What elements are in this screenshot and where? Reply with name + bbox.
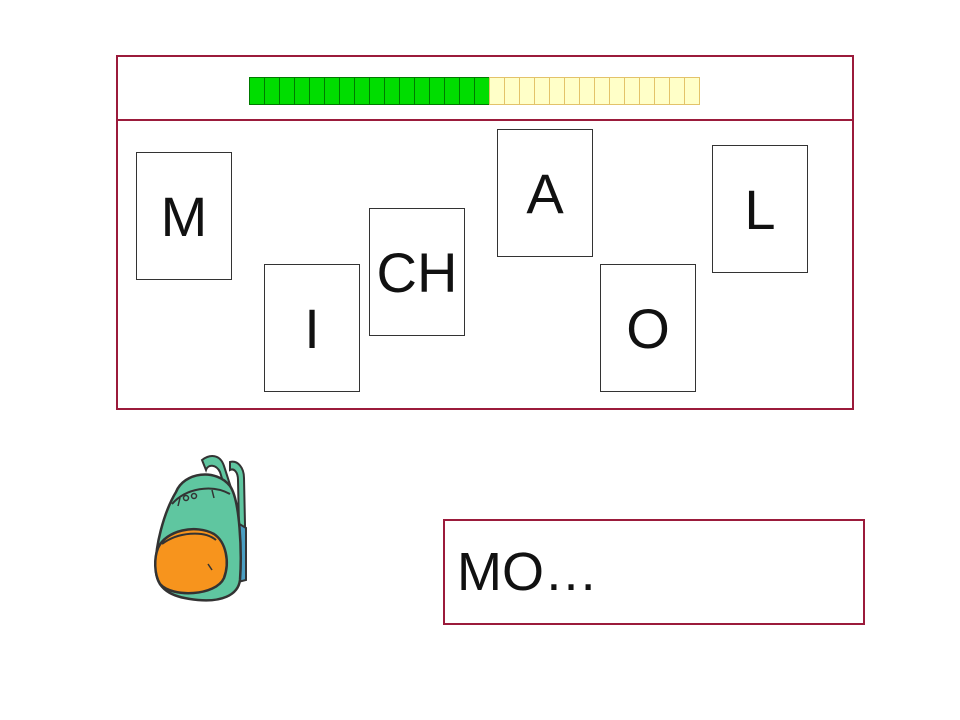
progress-segment-empty	[549, 77, 565, 105]
progress-segment-empty	[489, 77, 505, 105]
progress-segment-filled	[354, 77, 370, 105]
progress-segment-filled	[369, 77, 385, 105]
progress-segment-empty	[579, 77, 595, 105]
progress-segment-filled	[414, 77, 430, 105]
progress-segment-empty	[639, 77, 655, 105]
progress-segment-filled	[339, 77, 355, 105]
progress-segment-empty	[564, 77, 580, 105]
progress-segment-filled	[294, 77, 310, 105]
answer-box: MO…	[443, 519, 865, 625]
progress-segment-filled	[429, 77, 445, 105]
progress-segment-filled	[444, 77, 460, 105]
progress-segment-filled	[459, 77, 475, 105]
progress-segment-empty	[624, 77, 640, 105]
progress-segment-filled	[399, 77, 415, 105]
progress-segment-empty	[669, 77, 685, 105]
progress-segment-empty	[534, 77, 550, 105]
progress-bar	[249, 77, 700, 105]
letter-tile-a[interactable]: A	[497, 129, 593, 257]
progress-segment-filled	[309, 77, 325, 105]
board-header	[118, 57, 852, 121]
letter-tile-l[interactable]: L	[712, 145, 808, 273]
progress-segment-empty	[519, 77, 535, 105]
progress-segment-empty	[504, 77, 520, 105]
progress-segment-empty	[684, 77, 700, 105]
letter-tile-ch[interactable]: CH	[369, 208, 465, 336]
progress-segment-filled	[324, 77, 340, 105]
progress-segment-filled	[249, 77, 265, 105]
progress-segment-filled	[474, 77, 490, 105]
letter-tile-m[interactable]: M	[136, 152, 232, 280]
progress-segment-filled	[279, 77, 295, 105]
progress-segment-empty	[594, 77, 610, 105]
progress-segment-empty	[609, 77, 625, 105]
answer-text: MO…	[457, 542, 598, 602]
letter-tile-o[interactable]: O	[600, 264, 696, 392]
progress-segment-filled	[264, 77, 280, 105]
game-board	[116, 55, 854, 410]
progress-segment-empty	[654, 77, 670, 105]
backpack-icon	[154, 455, 248, 602]
progress-segment-filled	[384, 77, 400, 105]
letter-tile-i[interactable]: I	[264, 264, 360, 392]
